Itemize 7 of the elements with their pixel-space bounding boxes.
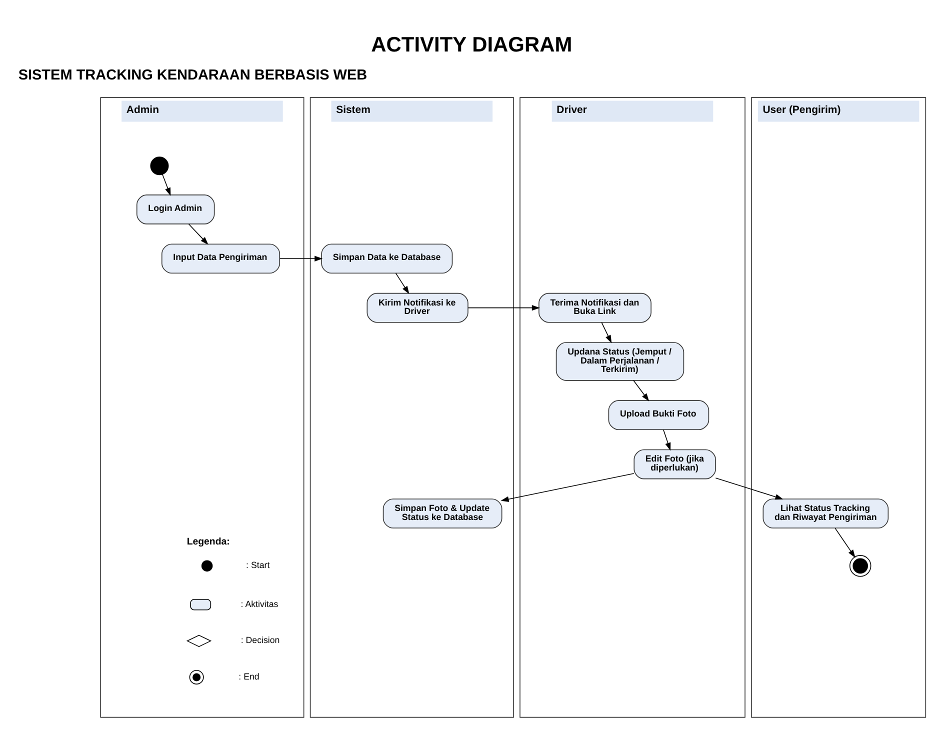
diagram-title: ACTIVITY DIAGRAM	[371, 32, 572, 56]
label: Legenda:	[186, 536, 230, 548]
legend-label: : Start	[246, 560, 270, 570]
legend-label: : End	[238, 670, 260, 681]
label: SISTEM TRACKING KENDARAAN BERBASIS WEB	[18, 66, 368, 83]
legend-label: : Aktivitas	[240, 598, 278, 608]
legend-label: : Decision	[240, 634, 280, 645]
